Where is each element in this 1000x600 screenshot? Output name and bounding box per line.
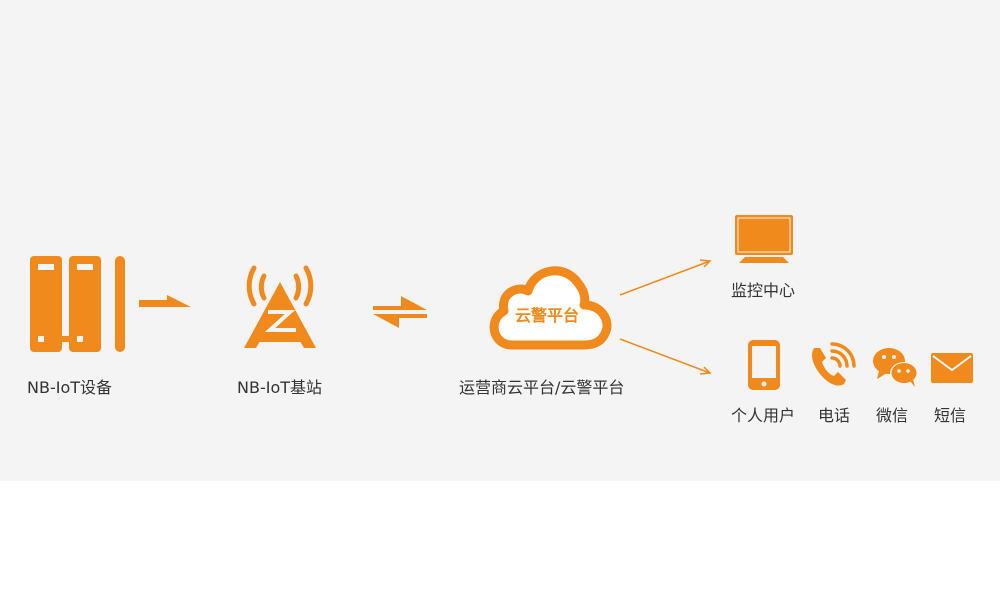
monitor-label: 监控中心 [731, 281, 796, 300]
envelope-icon [931, 353, 973, 383]
wechat-icon [873, 348, 918, 387]
cloud-label: 运营商云平台/云警平台 [459, 378, 625, 397]
cloud-inner-label: 云警平台 [515, 306, 580, 325]
wechat-label: 微信 [876, 406, 909, 425]
connector-to-users [619, 338, 712, 375]
base-station-label: NB-IoT基站 [237, 378, 323, 397]
user-label: 个人用户 [731, 406, 796, 425]
smartphone-icon [748, 340, 780, 390]
sms-label: 短信 [934, 406, 967, 425]
diagram-background [0, 0, 1000, 481]
cloud-icon [489, 266, 612, 350]
monitor-icon [735, 215, 793, 263]
arrow-right-icon [139, 295, 191, 307]
connector-to-monitor [619, 259, 712, 296]
phone-label: 电话 [818, 406, 851, 425]
server-icon [30, 256, 125, 352]
antenna-tower-icon [244, 265, 316, 348]
phone-call-icon [812, 342, 856, 386]
two-way-arrow-icon [373, 296, 427, 328]
device-label: NB-IoT设备 [27, 378, 113, 397]
